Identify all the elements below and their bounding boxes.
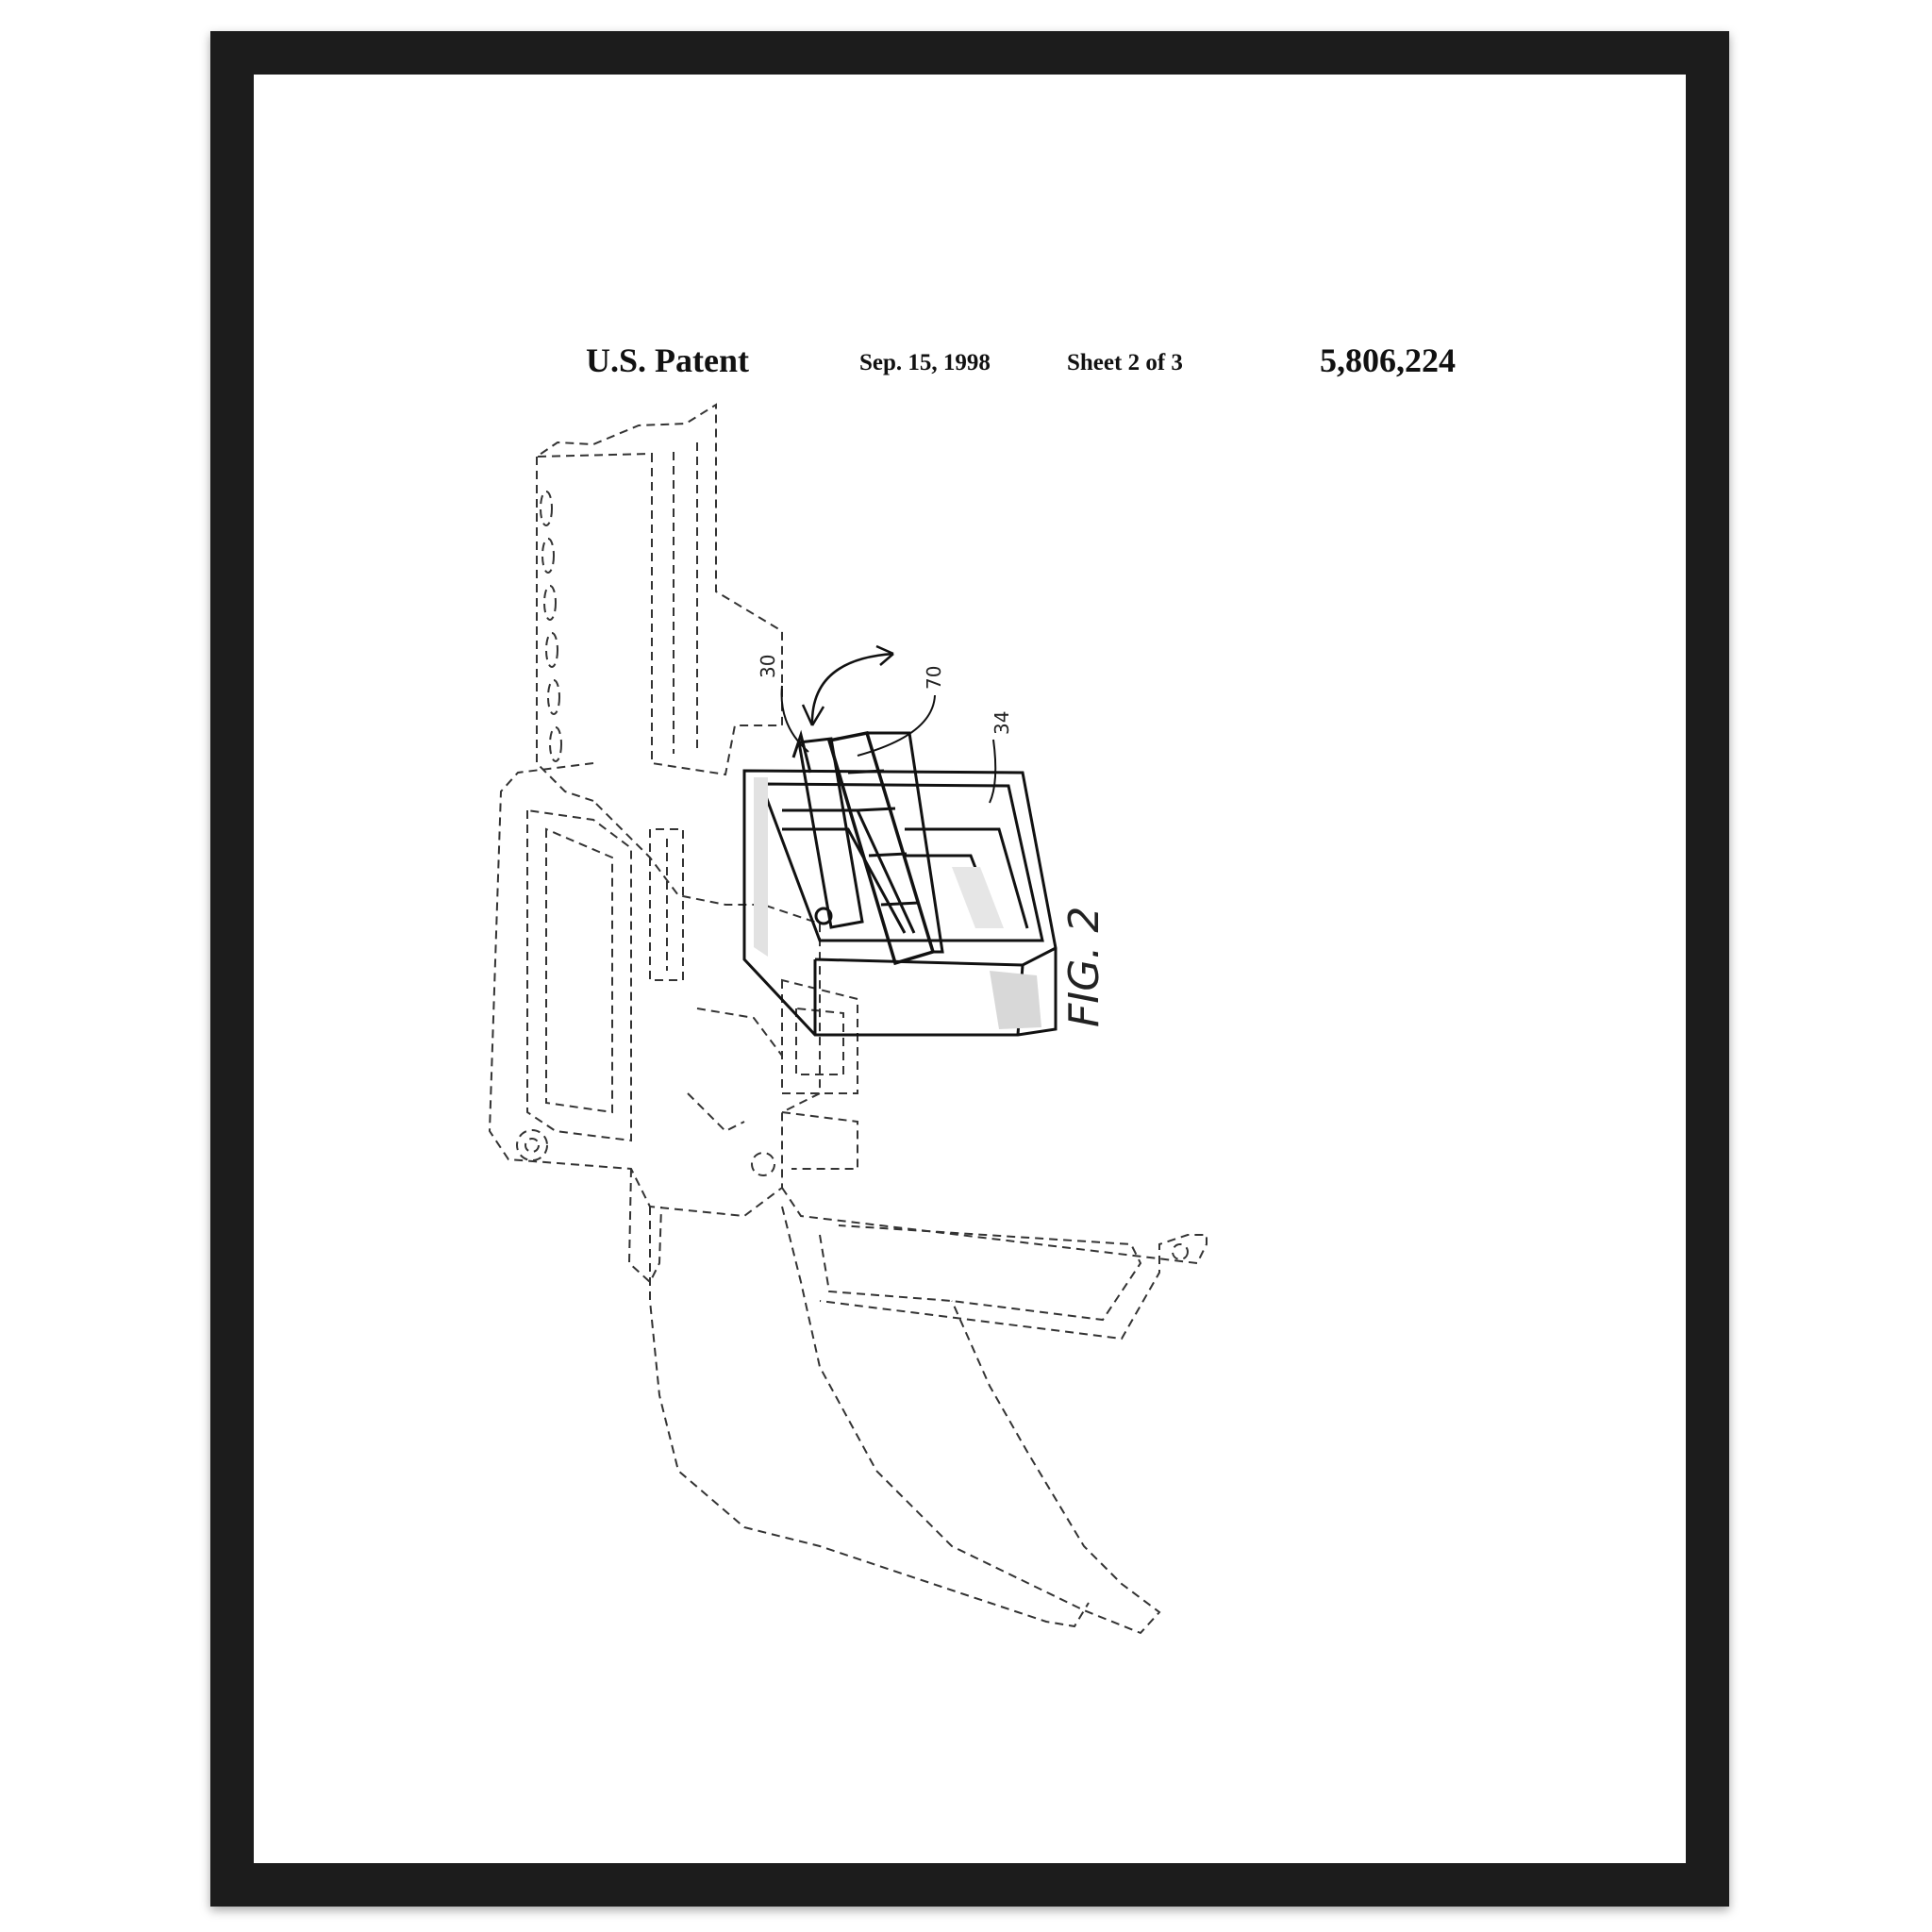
patent-date: Sep. 15, 1998 <box>859 350 991 375</box>
patent-header: U.S. Patent Sep. 15, 1998 Sheet 2 of 3 5… <box>254 341 1686 388</box>
leader-lines <box>780 685 997 804</box>
ref-30: 30 <box>757 655 779 678</box>
patent-drawing: 30 70 34 FIG. 2 <box>488 403 1208 1635</box>
patent-sheet: U.S. Patent Sep. 15, 1998 Sheet 2 of 3 5… <box>254 75 1686 1863</box>
sheet-number: Sheet 2 of 3 <box>1067 350 1183 375</box>
ref-34: 34 <box>991 711 1013 735</box>
pivot-arrow <box>801 644 894 726</box>
ref-70: 70 <box>923 666 945 690</box>
magazine-device <box>742 729 1058 1037</box>
patent-label: U.S. Patent <box>586 341 749 379</box>
rifle-outline <box>488 403 1208 1635</box>
figure-label: FIG. 2 <box>1060 907 1108 1027</box>
patent-number: 5,806,224 <box>1320 341 1456 379</box>
picture-frame: U.S. Patent Sep. 15, 1998 Sheet 2 of 3 5… <box>210 31 1729 1907</box>
